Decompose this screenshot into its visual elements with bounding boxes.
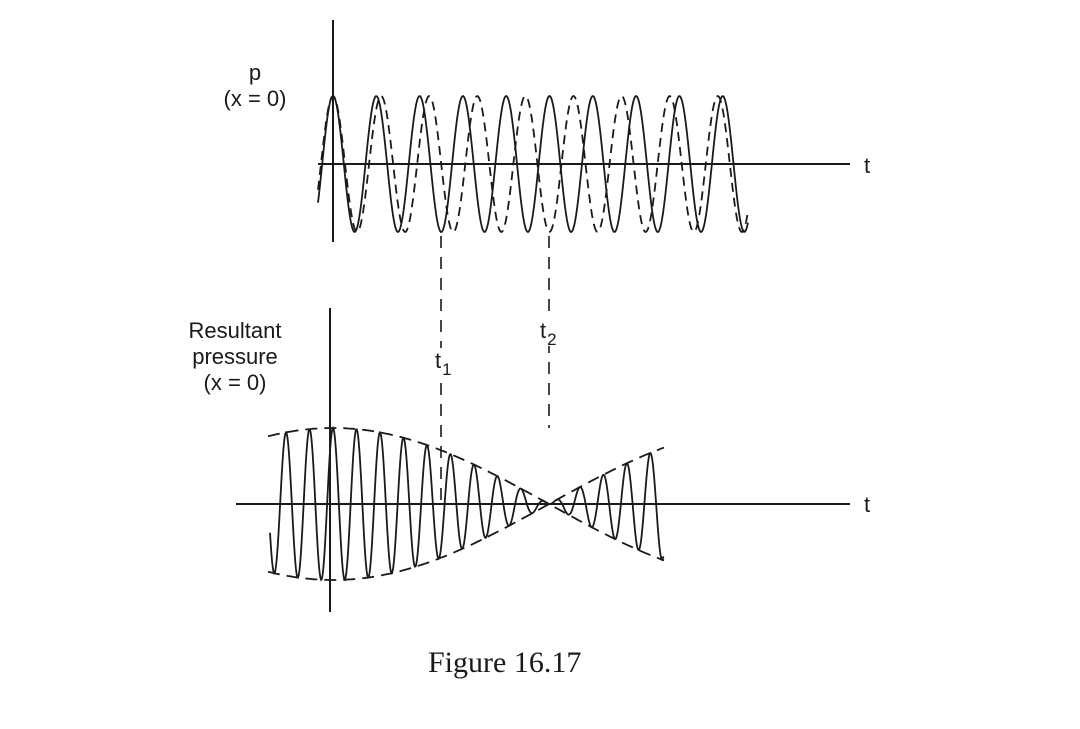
marker-t2: t2 — [538, 318, 559, 349]
bottom-ylabel: Resultant pressure (x = 0) — [160, 318, 310, 396]
marker-t2-sub: 2 — [547, 330, 557, 349]
marker-t1-sub: 1 — [442, 360, 452, 379]
bottom-waves — [267, 426, 665, 582]
top-ylabel-line1: p — [248, 60, 262, 85]
top-ylabel: p (x = 0) — [200, 60, 310, 112]
top-xlabel: t — [864, 153, 871, 178]
bottom-xlabel: t — [864, 492, 871, 517]
marker-t2-base: t — [540, 318, 547, 343]
dashed-wave — [317, 94, 749, 234]
bottom-ylabel-line1: Resultant — [188, 318, 282, 343]
figure-caption: Figure 16.17 — [428, 646, 582, 679]
resultant-wave — [269, 426, 665, 582]
marker-t1: t1 — [433, 348, 454, 379]
top-waves — [317, 94, 749, 234]
time-guides — [440, 236, 550, 500]
bottom-ylabel-line2: pressure — [192, 344, 278, 369]
bottom-ylabel-line3: (x = 0) — [203, 370, 267, 395]
bottom-axes — [236, 308, 850, 612]
marker-t1-base: t — [435, 348, 442, 373]
top-axes — [318, 20, 850, 242]
solid-wave — [317, 94, 749, 234]
top-ylabel-line2: (x = 0) — [223, 86, 287, 111]
envelope-lower — [267, 446, 665, 581]
